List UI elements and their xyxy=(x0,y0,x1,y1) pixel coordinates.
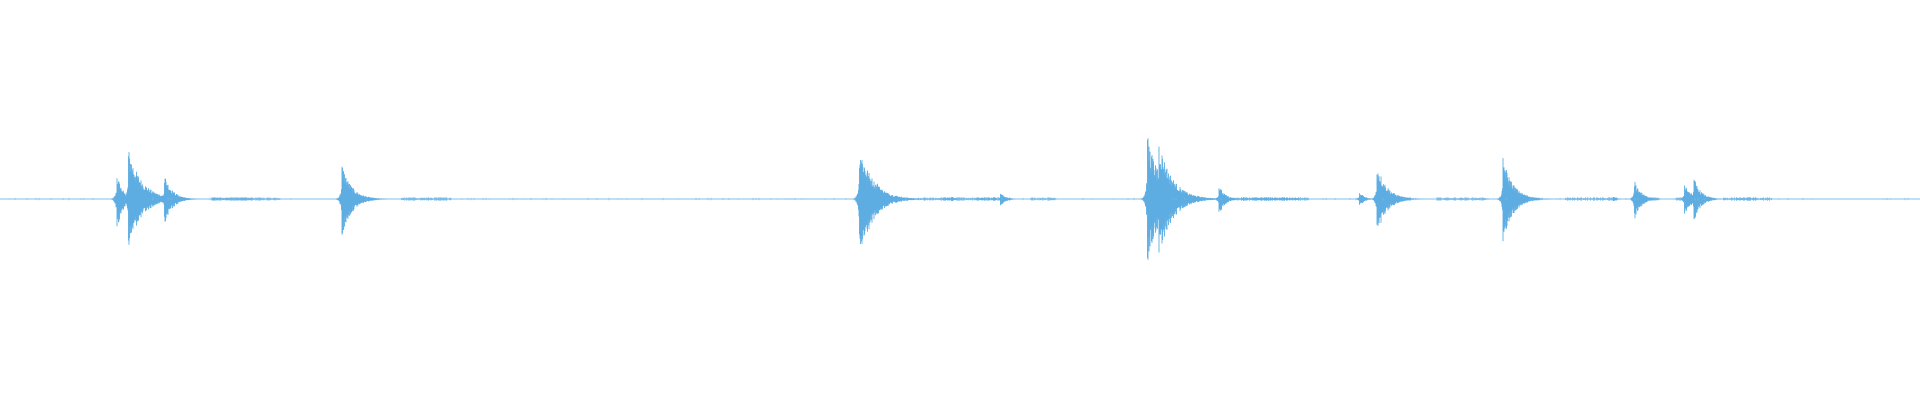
waveform-burst-trace xyxy=(872,183,903,214)
waveform-burst-trace xyxy=(1688,179,1722,220)
waveform-burst xyxy=(335,166,452,235)
waveform-burst-trace xyxy=(853,160,929,244)
waveform-burst-trace xyxy=(1629,181,1661,219)
waveform-burst-tail xyxy=(1030,197,1057,201)
waveform-burst xyxy=(1496,158,1617,242)
waveform-burst xyxy=(1371,173,1487,226)
waveform-burst xyxy=(997,193,1057,206)
waveform-burst xyxy=(121,152,281,245)
waveform-burst-trace xyxy=(159,178,199,222)
waveform-burst-tail xyxy=(976,197,997,201)
waveform-burst xyxy=(159,178,252,222)
waveform-burst-trace xyxy=(1356,193,1373,205)
waveform-bursts xyxy=(8,138,1909,260)
waveform-noise-floor xyxy=(8,197,1909,201)
waveform-burst-trace xyxy=(997,193,1015,206)
waveform-burst xyxy=(1688,179,1772,220)
waveform-burst-tail xyxy=(1736,197,1772,201)
waveform-burst xyxy=(872,183,951,214)
waveform-burst-trace xyxy=(1496,158,1551,242)
waveform-burst-trace xyxy=(335,166,387,235)
waveform-burst-tail xyxy=(1254,197,1284,201)
waveform-burst-trace xyxy=(1371,173,1423,226)
waveform-burst-trace xyxy=(1611,197,1621,201)
waveform-burst-tail xyxy=(401,197,452,201)
waveform-burst xyxy=(949,196,997,202)
waveform-burst-tail xyxy=(916,197,951,201)
